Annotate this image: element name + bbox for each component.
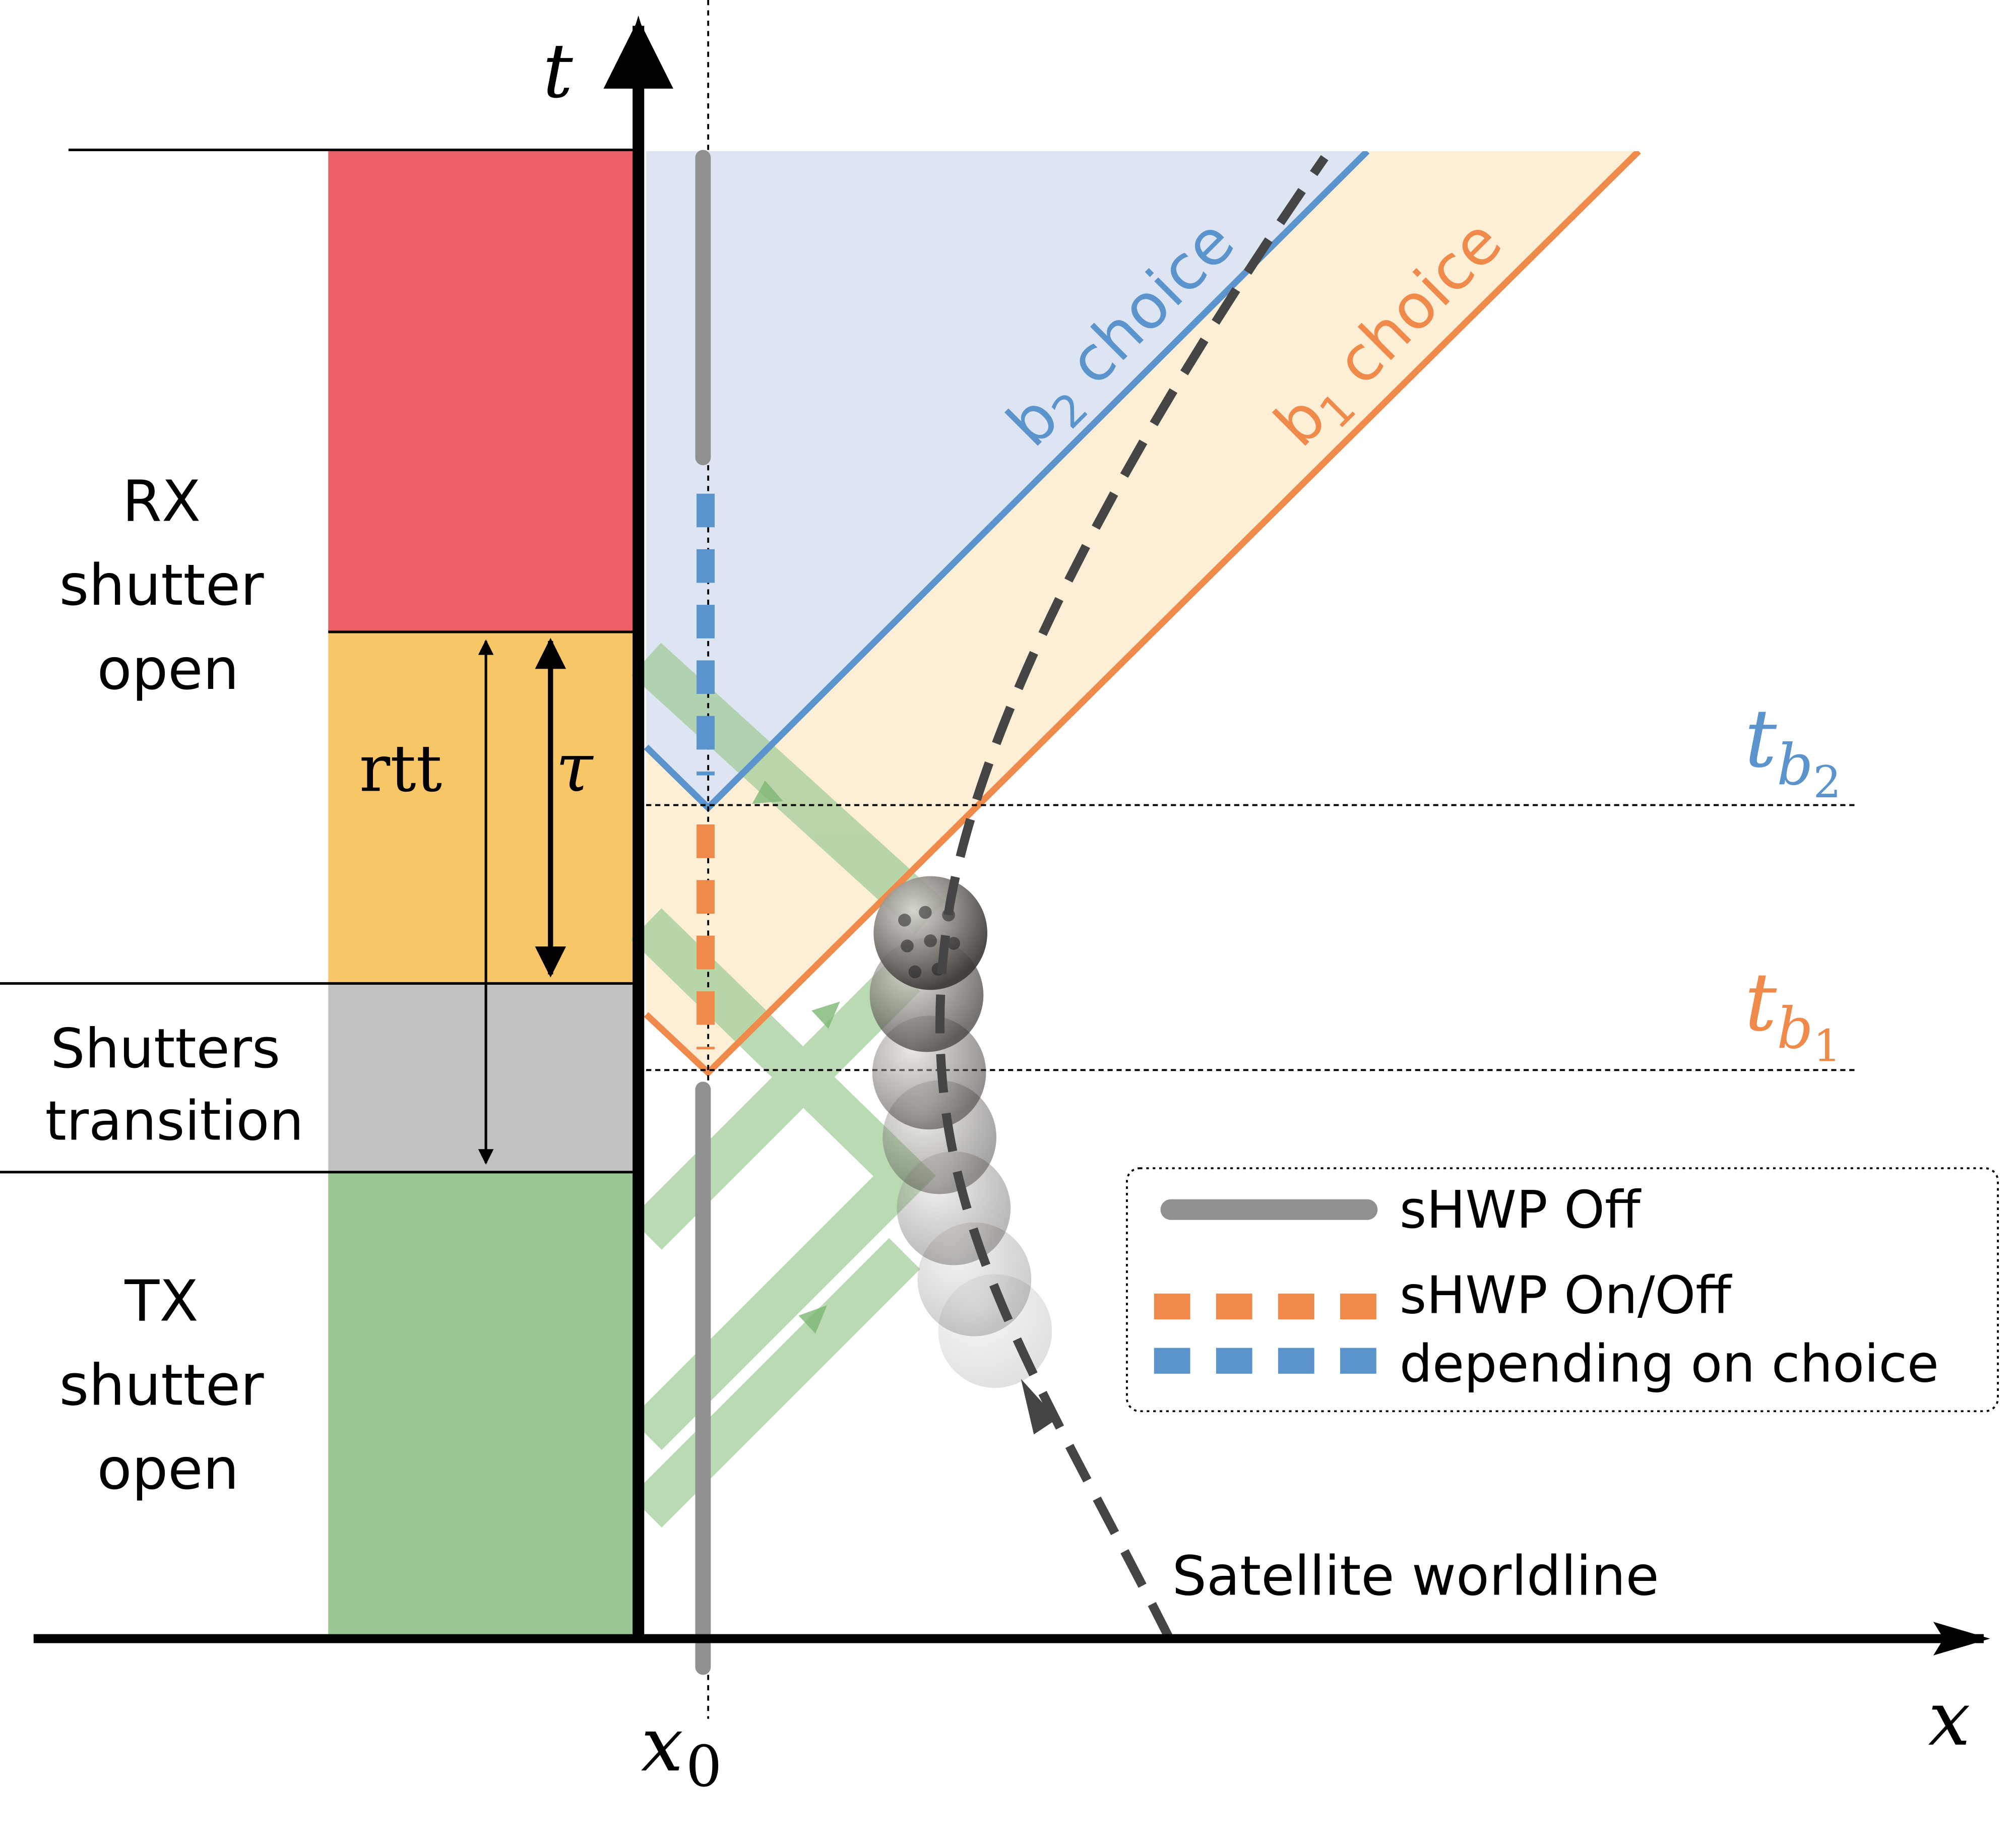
svg-text:shutter: shutter	[59, 1352, 265, 1418]
legend: sHWP Off sHWP On/Off depending on choice	[1125, 1167, 1999, 1413]
rx-shutter-bar	[328, 151, 634, 632]
svg-text:open: open	[97, 636, 239, 703]
x-axis-label: x	[1928, 1676, 1971, 1763]
satellite-icon	[869, 876, 1052, 1388]
x-axis-arrow-icon	[1933, 1622, 1990, 1655]
legend-onoff-label: sHWP On/Off	[1400, 1265, 1732, 1325]
tau-label: τ	[556, 729, 594, 807]
satellite-worldline-label: Satellite worldline	[1172, 1545, 1659, 1608]
tb2-label: tb2	[1745, 692, 1842, 808]
tx-shutter-label: TX shutter open	[59, 1268, 265, 1502]
svg-text:TX: TX	[124, 1268, 198, 1334]
tx-shutter-bar	[328, 1172, 634, 1638]
legend-off-label: sHWP Off	[1400, 1180, 1642, 1240]
legend-depending-label: depending on choice	[1400, 1334, 1939, 1394]
beam-direction-arrows	[752, 780, 840, 1334]
tb1-label: tb1	[1745, 956, 1842, 1072]
transition-label: Shutters transition	[45, 1017, 304, 1153]
satellite-worldline	[935, 155, 1329, 1641]
svg-text:shutter: shutter	[59, 552, 265, 618]
svg-text:open: open	[97, 1436, 239, 1502]
b1-choice-line	[644, 151, 1641, 1077]
svg-text:transition: transition	[45, 1090, 304, 1153]
svg-text:Shutters: Shutters	[50, 1017, 280, 1080]
rtt-label: rtt	[359, 731, 442, 806]
t-axis-label: t	[543, 28, 573, 115]
transition-bar	[328, 983, 634, 1172]
t-axis-arrow-icon	[620, 15, 657, 75]
worldline-arrow-icon	[1021, 1379, 1057, 1435]
b2-cone-fill	[646, 151, 1367, 808]
rx-shutter-label: RX shutter open	[59, 468, 265, 702]
rtt-window-bar	[328, 631, 634, 984]
svg-text:RX: RX	[122, 468, 201, 534]
